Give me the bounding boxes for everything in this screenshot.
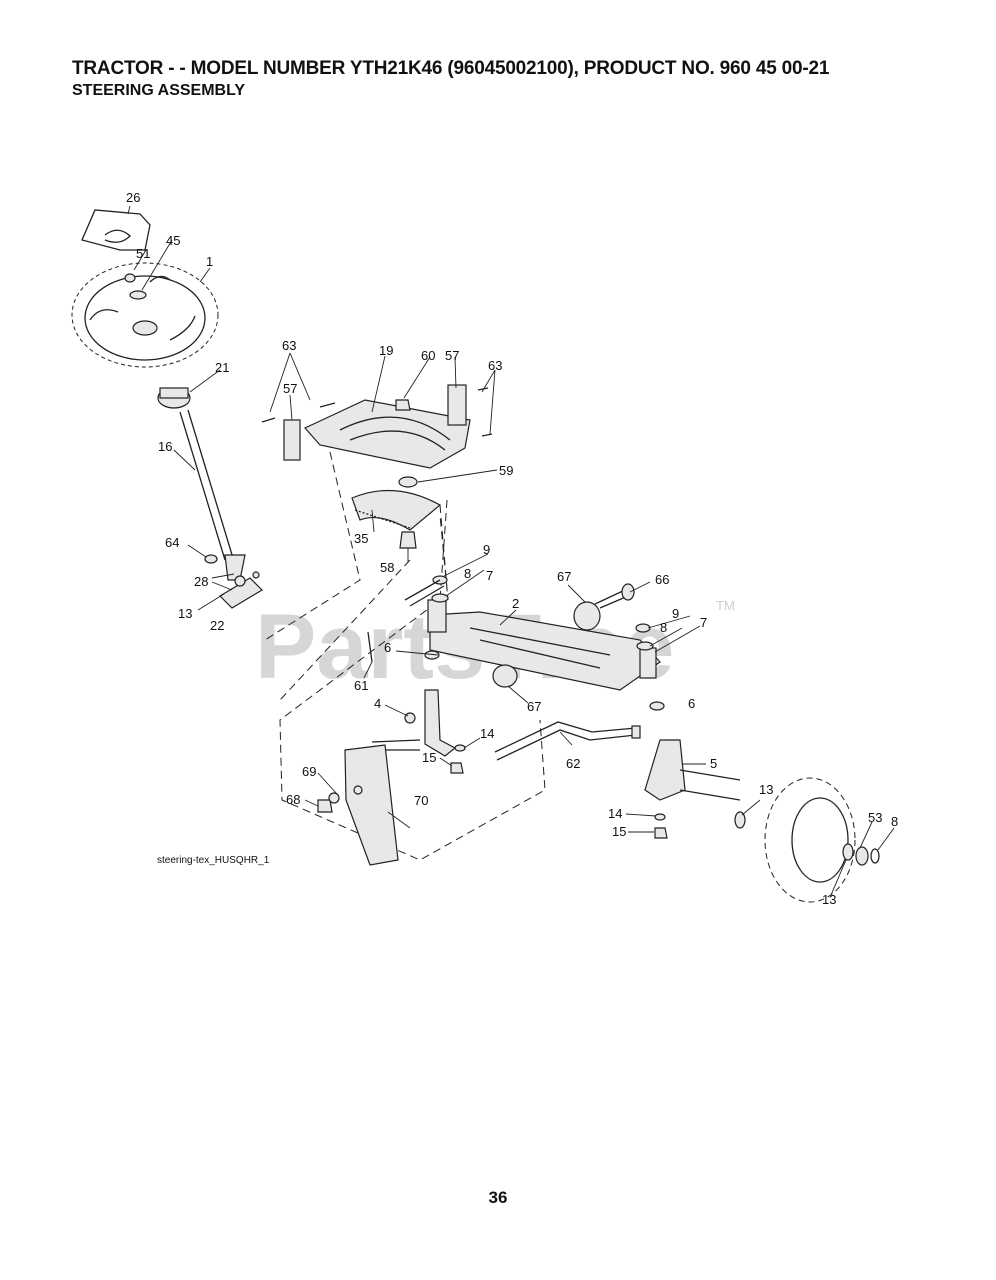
callout-28: 28 xyxy=(194,574,208,589)
part-bushing-67-top xyxy=(573,601,601,631)
part-spindle-right xyxy=(644,739,686,801)
part-washer-13-outer xyxy=(842,843,854,861)
callout-13-shaft: 13 xyxy=(178,606,192,621)
part-washer-6-right xyxy=(649,701,665,711)
dashed-boundary-lower xyxy=(279,499,546,861)
callout-57-left: 57 xyxy=(283,381,297,396)
part-steering-wheel xyxy=(71,262,219,368)
callout-14-left: 14 xyxy=(480,726,494,741)
callout-6-right: 6 xyxy=(688,696,695,711)
callout-67-bottom: 67 xyxy=(527,699,541,714)
callout-labels: 26 45 51 1 21 16 64 28 13 22 63 57 19 60… xyxy=(126,190,898,907)
part-clip-64 xyxy=(204,554,218,564)
watermark-tm: TM xyxy=(716,598,735,613)
part-pin-61 xyxy=(367,631,373,663)
callout-21: 21 xyxy=(215,360,229,375)
part-clip-8 xyxy=(870,848,880,864)
part-washer-6-left xyxy=(424,650,440,660)
part-washer-53 xyxy=(855,846,869,866)
part-nut-51 xyxy=(124,273,136,283)
part-washer-45 xyxy=(129,290,147,300)
callout-57-right: 57 xyxy=(445,348,459,363)
callout-4: 4 xyxy=(374,696,381,711)
callout-6-left: 6 xyxy=(384,640,391,655)
part-support-plate xyxy=(304,399,471,469)
callout-53: 53 xyxy=(868,810,882,825)
callout-64: 64 xyxy=(165,535,179,550)
part-nut-60 xyxy=(395,399,411,411)
dashed-boundary-upper xyxy=(264,451,449,641)
page-subtitle: STEERING ASSEMBLY xyxy=(72,82,246,99)
diagram-caption: steering-tex_HUSQHR_1 xyxy=(157,855,270,866)
callout-7-right: 7 xyxy=(700,615,707,630)
part-washer-69 xyxy=(328,792,340,804)
part-nut-15-left xyxy=(450,762,464,774)
part-bracket-57-left xyxy=(283,419,301,461)
part-nut-68 xyxy=(317,799,333,813)
part-tie-rod xyxy=(494,721,637,761)
part-sector-gear xyxy=(351,489,442,531)
page-title: TRACTOR - - MODEL NUMBER YTH21K46 (96045… xyxy=(72,58,830,79)
part-washer-14-left xyxy=(454,744,466,752)
part-spindle-left xyxy=(424,689,457,757)
part-bushing-67-bottom xyxy=(492,664,518,688)
part-steering-shaft xyxy=(179,409,234,561)
callout-67-top: 67 xyxy=(557,569,571,584)
part-nut-15-right xyxy=(654,827,668,839)
callout-35: 35 xyxy=(354,531,368,546)
callout-9-right: 9 xyxy=(672,606,679,621)
callout-60: 60 xyxy=(421,348,435,363)
callout-13-wheel-top: 13 xyxy=(759,782,773,797)
callout-66: 66 xyxy=(655,572,669,587)
callout-1: 1 xyxy=(206,254,213,269)
callout-51: 51 xyxy=(136,246,150,261)
callout-8-right: 8 xyxy=(660,620,667,635)
callout-70: 70 xyxy=(414,793,428,808)
callout-15-left: 15 xyxy=(422,750,436,765)
callout-8-left: 8 xyxy=(464,566,471,581)
part-pivot-bolt-58 xyxy=(399,531,417,549)
callout-15-right: 15 xyxy=(612,824,626,839)
callout-9-left: 9 xyxy=(483,542,490,557)
callout-26: 26 xyxy=(126,190,140,205)
callout-14-right: 14 xyxy=(608,806,622,821)
part-cap-9-right xyxy=(635,623,651,633)
part-front-wheel xyxy=(764,777,856,903)
callout-63-right: 63 xyxy=(488,358,502,373)
part-steering-bracket xyxy=(344,744,399,866)
callout-7-left: 7 xyxy=(486,568,493,583)
part-horn-cap xyxy=(81,209,151,251)
part-washer-14-right xyxy=(654,813,666,821)
callout-19: 19 xyxy=(379,343,393,358)
callout-8-wheel: 8 xyxy=(891,814,898,829)
callout-59: 59 xyxy=(499,463,513,478)
callout-62: 62 xyxy=(566,756,580,771)
part-bracket-57-right xyxy=(447,384,467,426)
callout-63-left: 63 xyxy=(282,338,296,353)
page-number: 36 xyxy=(488,1188,508,1207)
part-washer-59 xyxy=(398,476,418,488)
callout-13-wheel-bottom: 13 xyxy=(822,892,836,907)
part-washer-13-inner xyxy=(734,811,746,829)
callout-16: 16 xyxy=(158,439,172,454)
callout-69: 69 xyxy=(302,764,316,779)
callout-45: 45 xyxy=(166,233,180,248)
callout-68: 68 xyxy=(286,792,300,807)
callout-2: 2 xyxy=(512,596,519,611)
callout-5: 5 xyxy=(710,756,717,771)
leader-lines xyxy=(127,205,895,896)
callout-22: 22 xyxy=(210,618,224,633)
callout-58: 58 xyxy=(380,560,394,575)
callout-61: 61 xyxy=(354,678,368,693)
